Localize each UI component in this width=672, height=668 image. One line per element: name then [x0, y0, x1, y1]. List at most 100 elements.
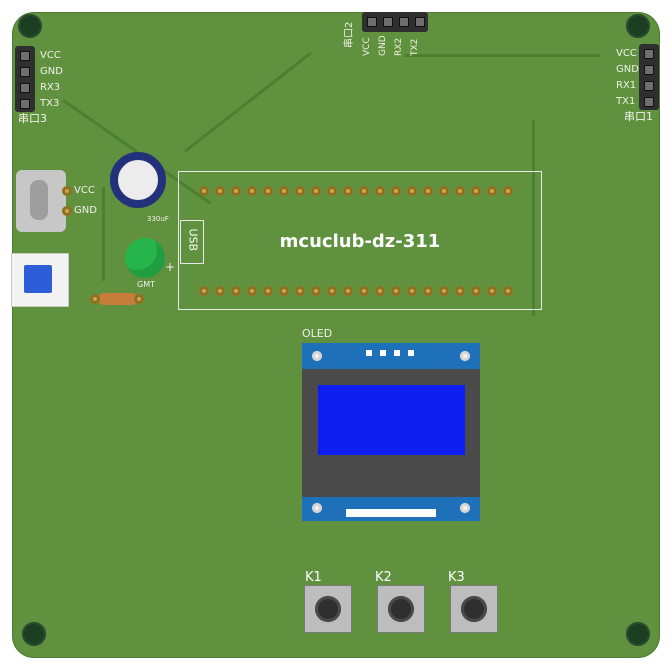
electrolytic-capacitor — [110, 152, 166, 208]
usb-c-port — [30, 180, 48, 220]
key-button-k2[interactable] — [377, 585, 425, 633]
mcu-pin — [215, 186, 225, 196]
power-label-vcc: VCC — [74, 185, 95, 196]
mcu-pin — [311, 186, 321, 196]
uart3-pin-label-gnd: GND — [40, 66, 63, 77]
mcu-pin — [327, 286, 337, 296]
mcu-pin — [407, 186, 417, 196]
trace — [532, 120, 535, 316]
uart3-pin-label-vcc: VCC — [40, 50, 61, 61]
mcu-pin — [375, 186, 385, 196]
trace — [404, 54, 600, 57]
uart1-pin — [644, 97, 654, 107]
mcu-pin — [343, 286, 353, 296]
uart2-pin — [367, 17, 377, 27]
mcu-pin — [423, 186, 433, 196]
uart1-pin — [644, 81, 654, 91]
mcu-pin — [503, 286, 513, 296]
green-led — [125, 238, 165, 278]
mcu-pin — [391, 186, 401, 196]
mcu-pin — [231, 286, 241, 296]
uart1-header — [639, 44, 659, 110]
mcu-pin-row-top — [199, 186, 519, 198]
key-button-k3[interactable] — [450, 585, 498, 633]
mcu-pin — [247, 186, 257, 196]
uart3-pin — [20, 99, 30, 109]
uart2-pin-label-vcc: VCC — [362, 37, 372, 56]
capacitor-label: 330uF — [147, 215, 169, 223]
usb-c-connector — [16, 170, 66, 232]
oled-mount-pad — [460, 351, 470, 361]
key-label-k1: K1 — [305, 570, 322, 585]
oled-screen — [318, 385, 465, 455]
mcu-pin — [375, 286, 385, 296]
mcu-pin — [263, 286, 273, 296]
uart1-pin — [644, 49, 654, 59]
mounting-hole-top-right — [626, 14, 650, 38]
mcu-pin — [199, 186, 209, 196]
power-switch[interactable] — [11, 253, 69, 307]
led-plus: + — [165, 260, 176, 274]
uart1-pin-label-tx: TX1 — [616, 96, 636, 107]
mcu-pin — [279, 186, 289, 196]
mounting-hole-bottom-left — [22, 622, 46, 646]
uart1-pin-label-vcc: VCC — [616, 48, 637, 59]
oled-bottom-strip — [346, 509, 436, 517]
key-label-k3: K3 — [448, 570, 465, 585]
oled-mount-pad — [460, 503, 470, 513]
mcu-module: USB mcuclub-dz-311 — [178, 171, 542, 310]
mcu-pin — [471, 286, 481, 296]
uart2-header — [362, 12, 428, 32]
key-button-k1[interactable] — [304, 585, 352, 633]
oled-header-pins — [366, 350, 416, 358]
uart3-label: 串口3 — [18, 112, 47, 125]
mcu-pin — [487, 286, 497, 296]
oled-pin — [394, 350, 400, 356]
mounting-hole-bottom-right — [626, 622, 650, 646]
mcu-pin — [439, 286, 449, 296]
mcu-pin — [199, 286, 209, 296]
uart3-pin — [20, 51, 30, 61]
mcu-pin — [231, 186, 241, 196]
mcu-pin — [215, 286, 225, 296]
mcu-pin — [343, 186, 353, 196]
oled-pin — [366, 350, 372, 356]
power-label-gnd: GND — [74, 205, 97, 216]
mcu-pin — [503, 186, 513, 196]
uart2-pin-label-rx: RX2 — [394, 37, 404, 56]
key-cap[interactable] — [315, 596, 341, 622]
power-pad-vcc — [62, 186, 72, 196]
mcu-pin — [455, 286, 465, 296]
mcu-pin — [407, 286, 417, 296]
mcu-pin — [295, 286, 305, 296]
mcu-pin — [487, 186, 497, 196]
key-label-k2: K2 — [375, 570, 392, 585]
mounting-hole-top-left — [18, 14, 42, 38]
key-cap[interactable] — [388, 596, 414, 622]
uart3-header — [15, 46, 35, 112]
uart3-pin-label-tx: TX3 — [40, 98, 60, 109]
uart2-pin — [415, 17, 425, 27]
switch-knob[interactable] — [24, 265, 52, 293]
mcu-pin — [391, 286, 401, 296]
uart3-pin — [20, 67, 30, 77]
mcu-pin — [279, 286, 289, 296]
mcu-pin — [247, 286, 257, 296]
mcu-pin — [455, 186, 465, 196]
uart3-pin — [20, 83, 30, 93]
trace — [102, 187, 105, 281]
mcu-pin — [439, 186, 449, 196]
oled-mount-pad — [312, 503, 322, 513]
uart1-pin-label-gnd: GND — [616, 64, 639, 75]
key-cap[interactable] — [461, 596, 487, 622]
uart2-label: 串口2 — [344, 21, 355, 48]
mcu-pin — [295, 186, 305, 196]
mcu-pin — [359, 186, 369, 196]
mcu-pin — [471, 186, 481, 196]
mcu-usb-outline: USB — [180, 220, 204, 264]
uart2-pin-label-tx: TX2 — [410, 38, 420, 56]
mcu-pin — [311, 286, 321, 296]
mcu-pin — [359, 286, 369, 296]
power-pad-gnd — [62, 206, 72, 216]
oled-pin — [408, 350, 414, 356]
